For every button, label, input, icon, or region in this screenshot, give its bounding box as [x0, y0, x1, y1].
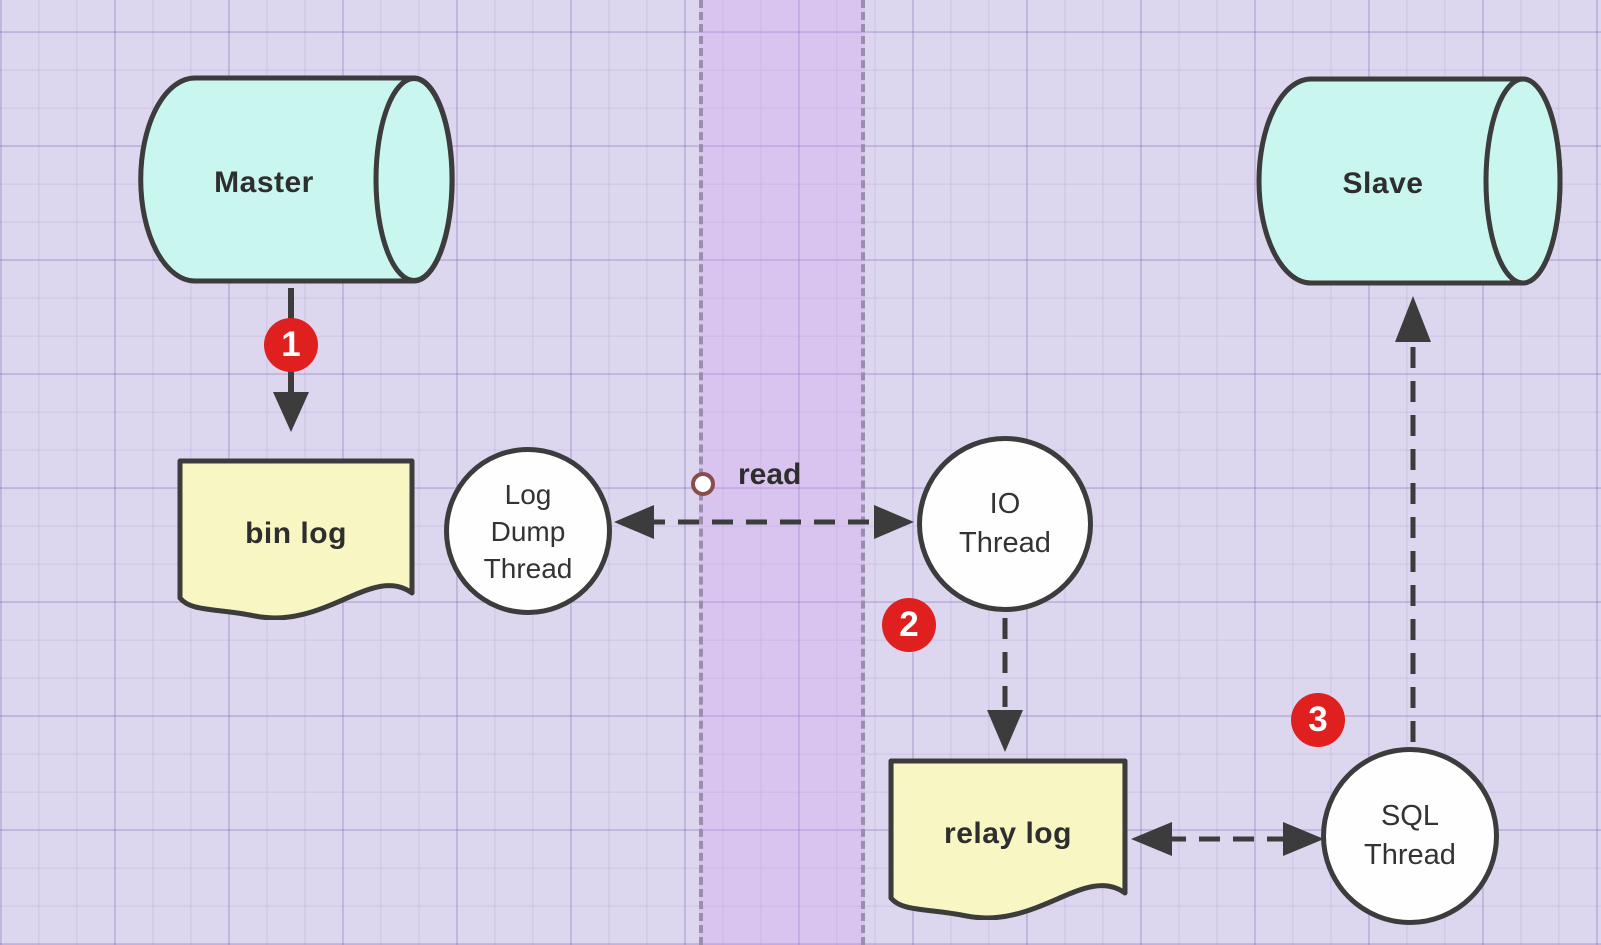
step-badge-3: 3 [1291, 693, 1345, 747]
log-dump-thread-label-line2: Dump [490, 515, 566, 547]
edge-iothread-relaylog [987, 618, 1023, 752]
edge-logdump-iothread [614, 505, 914, 539]
arrowhead-right-icon [1283, 822, 1324, 856]
io-thread-label-line2: Thread [959, 527, 1051, 559]
master-label: Master [214, 165, 314, 199]
sql-thread-label-line2: Thread [1364, 839, 1456, 871]
relay-log-label: relay log [944, 817, 1072, 850]
node-bin-log: bin log [177, 458, 415, 620]
cylinder-shape [138, 75, 455, 284]
node-slave: Slave [1255, 75, 1565, 287]
document-shape [177, 458, 415, 620]
arrowhead-down-icon [273, 392, 309, 432]
node-sql-thread: SQL Thread [1321, 747, 1499, 925]
log-dump-thread-label-line1: Log [504, 478, 552, 510]
arrowhead-up-icon [1395, 296, 1431, 342]
arrowhead-down-icon [987, 710, 1023, 752]
network-boundary-band [699, 0, 865, 945]
arrowhead-left-icon [1131, 822, 1172, 856]
edge-sqlthread-slave [1395, 296, 1431, 742]
cylinder-shape [1256, 76, 1563, 286]
arrowhead-right-icon [874, 505, 914, 539]
edge-relaylog-sqlthread [1131, 822, 1324, 856]
node-master: Master [137, 74, 457, 285]
arrowhead-left-icon [614, 505, 654, 539]
sql-thread-label-line1: SQL [1380, 800, 1439, 832]
slave-label: Slave [1342, 167, 1424, 200]
step-badge-2: 2 [882, 598, 936, 652]
node-io-thread: IO Thread [917, 436, 1093, 612]
document-shape [888, 758, 1128, 920]
node-relay-log: relay log [888, 758, 1128, 920]
step-badge-1: 1 [264, 318, 318, 372]
node-log-dump-thread: Log Dump Thread [444, 447, 612, 615]
read-endpoint-marker-icon [691, 472, 715, 496]
bin-log-label: bin log [245, 517, 347, 550]
io-thread-label-line1: IO [989, 488, 1021, 520]
log-dump-thread-label-line3: Thread [483, 552, 573, 584]
read-edge-label: read [738, 458, 802, 491]
